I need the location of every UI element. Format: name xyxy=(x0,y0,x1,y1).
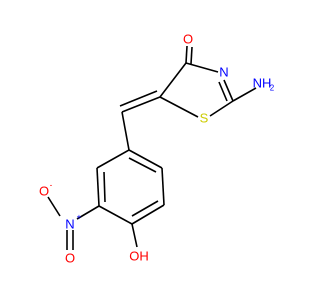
bond-methine-aryl xyxy=(121,111,130,151)
atom-carbonyl-oxygen: O xyxy=(183,32,193,47)
bond-c4-n3 xyxy=(185,62,219,73)
bond-n3-c2 xyxy=(223,79,234,102)
bond-ar4-ar5-inner xyxy=(131,200,159,217)
atom-nitro-oxygen-minus: O xyxy=(39,184,49,199)
bond-ar2-ar3 xyxy=(96,167,100,207)
bond-c4-o-double xyxy=(190,46,193,65)
atom-amine-label: NH xyxy=(253,76,272,91)
bond-ar4-hydroxyl xyxy=(131,223,138,248)
atom-nitro-nitrogen: N xyxy=(65,217,74,232)
atom-nitro-nitrogen-charge: + xyxy=(77,213,82,222)
atom-nitro-oxygen-charge: - xyxy=(50,181,53,190)
atom-sulfur: S xyxy=(200,111,209,126)
bond-n3-c2-double xyxy=(218,81,228,102)
atom-nitro-oxygen-double: O xyxy=(65,251,75,266)
atom-amine-subscript: 2 xyxy=(270,84,275,93)
bond-ar4-ar5 xyxy=(131,204,165,225)
bond-c5-c4 xyxy=(159,62,187,98)
bond-ar6-ar1-inner xyxy=(128,157,157,173)
bond-layer xyxy=(47,45,257,250)
molecule-structure: O N NH 2 S N + O - O OH xyxy=(39,32,275,266)
bond-ar3-nitro xyxy=(76,205,100,220)
bond-c2-amine xyxy=(232,87,257,102)
atom-hydroxyl: OH xyxy=(129,249,149,264)
bond-ar2-ar3-inner xyxy=(103,171,106,203)
bond-nitro-o-minus xyxy=(47,196,61,217)
bond-ar6-ar1 xyxy=(128,149,163,169)
bond-c5-methine-double xyxy=(119,90,158,107)
bond-s1-c5 xyxy=(159,96,199,118)
bond-c5-methine xyxy=(121,96,161,113)
atom-labels: O N NH 2 S N + O - O OH xyxy=(39,32,275,266)
atom-ring-nitrogen: N xyxy=(219,65,228,80)
bond-c2-s1 xyxy=(209,100,234,117)
bond-ar5-ar6 xyxy=(161,167,165,206)
bond-ar1-ar2 xyxy=(96,149,130,169)
bond-c4-o xyxy=(185,45,188,64)
bond-ar3-ar4 xyxy=(98,205,133,225)
